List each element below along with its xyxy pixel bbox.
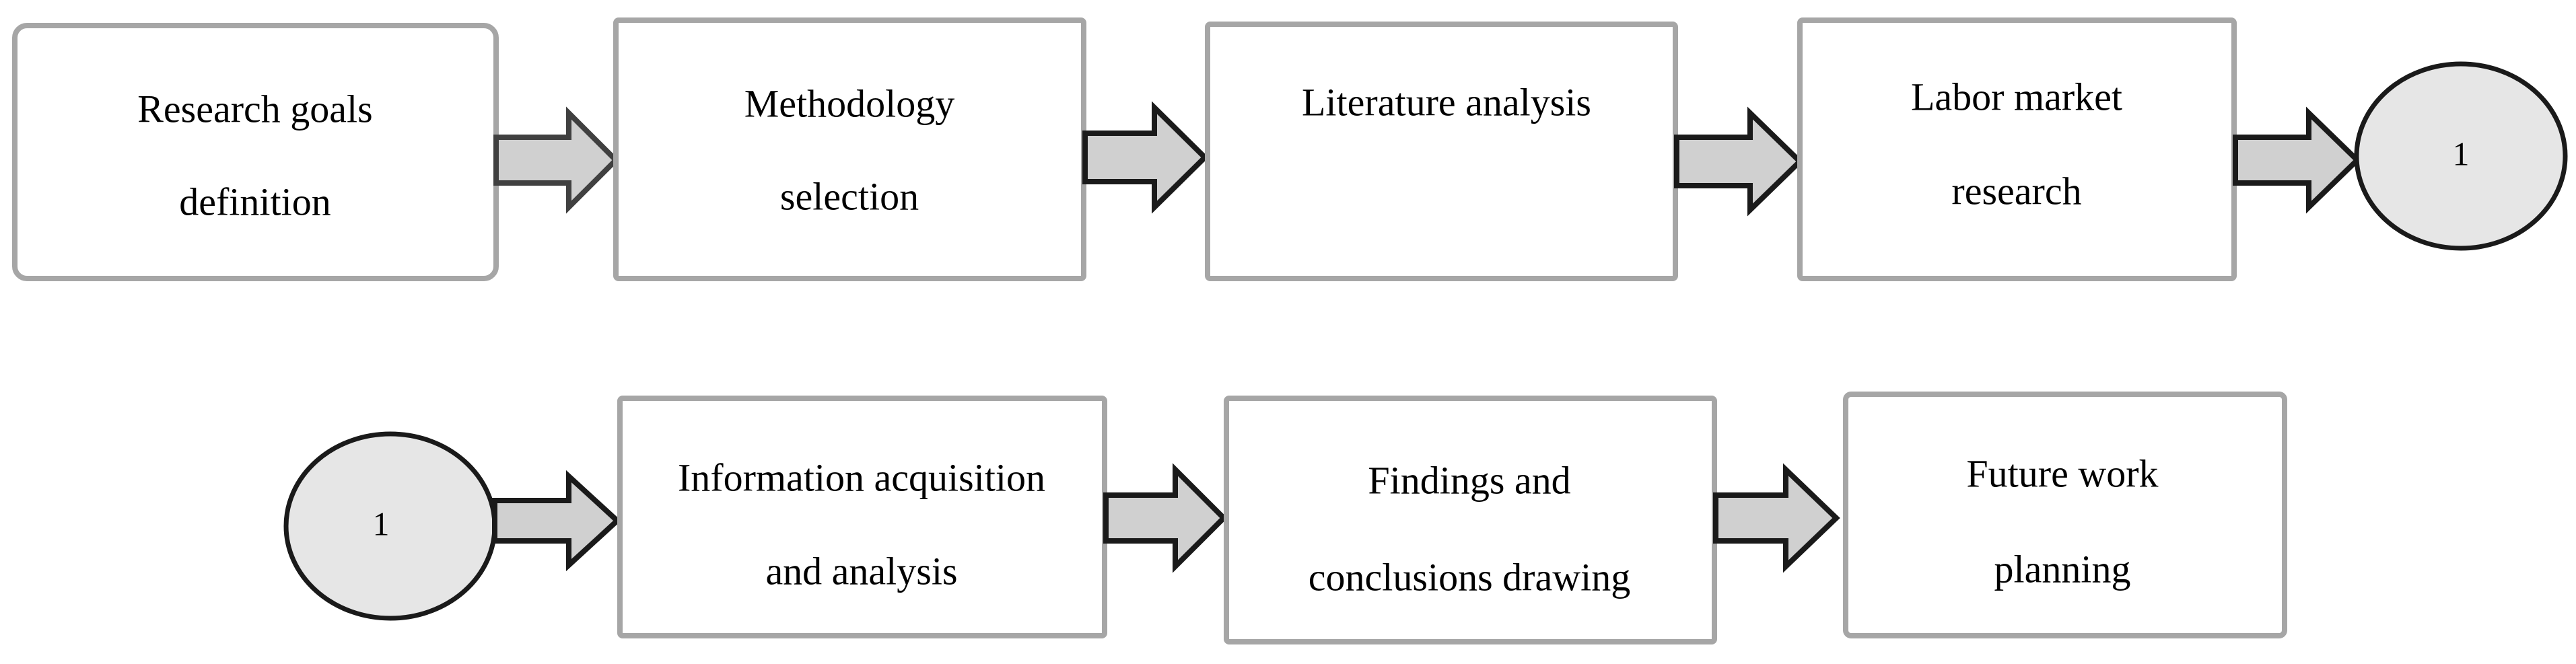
step-label-line2: research [1951, 169, 2081, 213]
connector-in: 1 [283, 431, 497, 621]
connector-circle [2354, 61, 2568, 251]
step-box [12, 23, 499, 281]
connector-out: 1 [2354, 61, 2568, 251]
arrow-right-icon [1082, 101, 1209, 214]
step-label-line1: Information acquisition [678, 455, 1045, 499]
connector-label: 1 [373, 505, 390, 542]
step-research-goals-definition: Research goals definition [12, 23, 499, 281]
step-label-line2: definition [179, 180, 331, 223]
step-label-line1: Literature analysis [1302, 80, 1591, 124]
arrow-right-icon [2233, 106, 2361, 214]
step-box [1843, 392, 2287, 638]
step-box [617, 396, 1107, 638]
step-box [1797, 17, 2237, 281]
step-label-line2: selection [780, 174, 919, 218]
arrow-right-icon [1103, 463, 1228, 573]
step-findings-and-conclusions-drawing: Findings and conclusions drawing [1224, 396, 1717, 644]
arrow-right-icon [492, 470, 621, 572]
step-information-acquisition-and-analysis: Information acquisition and analysis [617, 396, 1107, 638]
step-future-work-planning: Future work planning [1843, 392, 2287, 638]
step-labor-market-research: Labor market research [1797, 17, 2237, 281]
step-label-line1: Labor market [1911, 75, 2122, 118]
step-label-line2: planning [1994, 547, 2131, 591]
arrow-right-icon [493, 106, 620, 214]
step-box [613, 17, 1086, 281]
arrow-right-icon [1674, 106, 1804, 217]
step-methodology-selection: Methodology selection [613, 17, 1086, 281]
arrow-right-icon [1713, 463, 1840, 573]
step-label-line1: Findings and [1368, 458, 1570, 502]
connector-label: 1 [2453, 135, 2470, 172]
step-box [1205, 22, 1678, 281]
step-label-line1: Methodology [744, 81, 955, 125]
connector-circle [283, 431, 497, 621]
step-label-line1: Future work [1966, 451, 2158, 495]
step-label-line2: and analysis [765, 549, 957, 593]
step-box [1224, 396, 1717, 644]
step-literature-analysis: Literature analysis [1205, 22, 1678, 281]
step-label-line1: Research goals [137, 87, 372, 131]
step-label-line2: conclusions drawing [1309, 555, 1630, 599]
